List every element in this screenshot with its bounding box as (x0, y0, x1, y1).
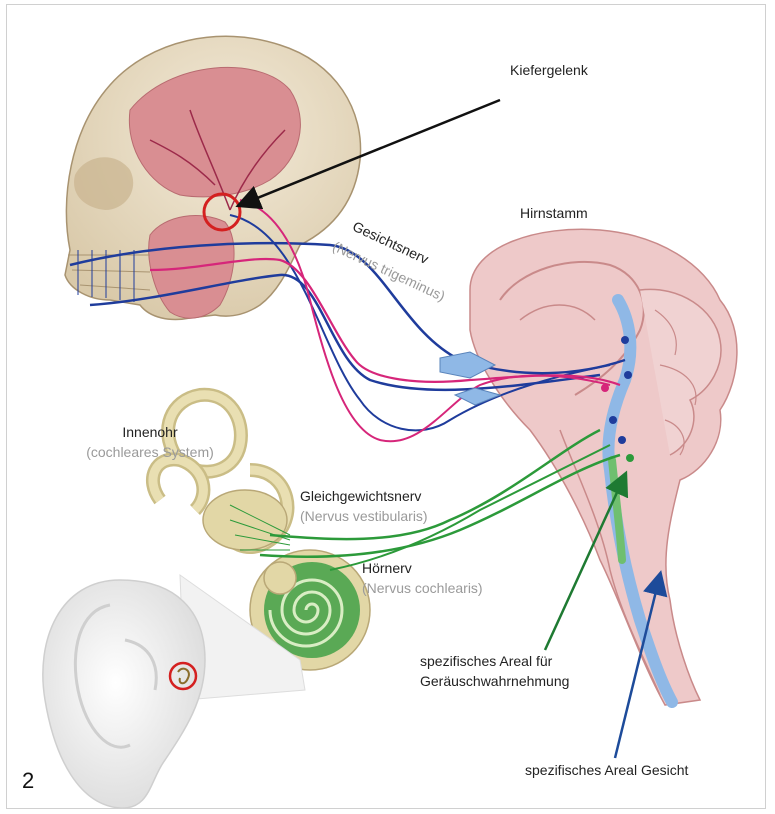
brainstem (470, 229, 737, 705)
label-hoernerv-sub: (Nervus cochlearis) (362, 580, 483, 596)
label-areal-geraeusch-line1: spezifisches Areal für (420, 653, 552, 669)
label-hirnstamm: Hirnstamm (520, 205, 588, 221)
figure-number: 2 (22, 768, 34, 794)
label-gleichgewichtsnerv-sub: (Nervus vestibularis) (300, 508, 428, 524)
label-areal-geraeusch-line2: Geräuschwahrnehmung (420, 673, 569, 689)
label-gleichgewichtsnerv: Gleichgewichtsnerv (300, 488, 421, 504)
label-hoernerv: Hörnerv (362, 560, 412, 576)
label-areal-gesicht: spezifisches Areal Gesicht (525, 762, 688, 778)
label-innenohr-sub: (cochleares System) (80, 444, 220, 460)
label-innenohr: Innenohr (80, 424, 220, 440)
label-kiefergelenk: Kiefergelenk (510, 62, 588, 78)
skull (65, 36, 361, 319)
